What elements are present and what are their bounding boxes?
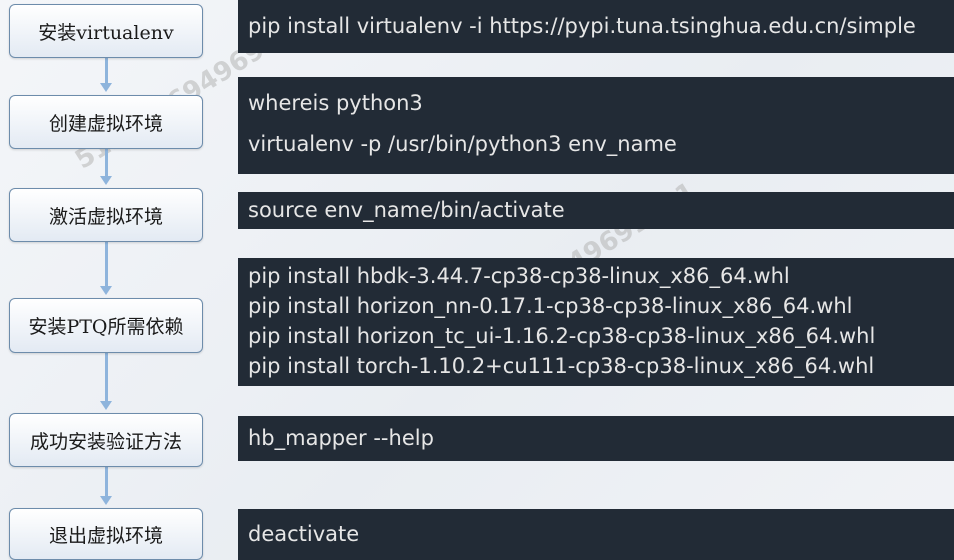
- code-line: whereis python3: [248, 91, 423, 115]
- arrow-down-icon: [100, 286, 112, 295]
- code-line: deactivate: [248, 522, 360, 546]
- code-line: pip install horizon_tc_ui-1.16.2-cp38-cp…: [248, 324, 876, 348]
- code-block-verify: hb_mapper --help: [238, 416, 954, 461]
- code-line: pip install virtualenv -i https://pypi.t…: [248, 14, 916, 38]
- step-label: 安装virtualenv: [38, 21, 174, 44]
- step-verify: 成功安装验证方法: [9, 413, 203, 467]
- step-deactivate: 退出虚拟环境: [9, 508, 203, 560]
- arrow-down-icon: [100, 496, 112, 505]
- step-label: 安装PTQ所需依赖: [28, 316, 184, 338]
- code-line: pip install torch-1.10.2+cu111-cp38-cp38…: [248, 354, 875, 378]
- code-block-create-env: whereis python3 virtualenv -p /usr/bin/p…: [238, 77, 954, 174]
- code-line: virtualenv -p /usr/bin/python3 env_name: [248, 132, 677, 156]
- flow-connector: [105, 353, 108, 401]
- code-block-activate-env: source env_name/bin/activate: [238, 192, 954, 229]
- step-install-virtualenv: 安装virtualenv: [9, 4, 203, 58]
- code-block-install-deps: pip install hbdk-3.44.7-cp38-cp38-linux_…: [238, 258, 954, 386]
- flow-connector: [105, 467, 108, 496]
- flow-connector: [105, 58, 108, 83]
- arrow-down-icon: [100, 401, 112, 410]
- code-line: hb_mapper --help: [248, 426, 434, 450]
- code-block-install-virtualenv: pip install virtualenv -i https://pypi.t…: [238, 0, 954, 53]
- arrow-down-icon: [100, 83, 112, 92]
- code-line: source env_name/bin/activate: [248, 198, 565, 222]
- step-activate-env: 激活虚拟环境: [9, 188, 203, 242]
- step-label: 激活虚拟环境: [48, 205, 163, 228]
- flow-connector: [105, 242, 108, 286]
- step-install-deps: 安装PTQ所需依赖: [9, 298, 203, 353]
- code-line: pip install horizon_nn-0.17.1-cp38-cp38-…: [248, 294, 853, 318]
- step-label: 退出虚拟环境: [48, 524, 163, 547]
- code-line: pip install hbdk-3.44.7-cp38-cp38-linux_…: [248, 264, 790, 288]
- arrow-down-icon: [100, 176, 112, 185]
- step-label: 创建虚拟环境: [48, 112, 163, 135]
- code-block-deactivate: deactivate: [238, 509, 954, 560]
- flow-connector: [105, 149, 108, 176]
- step-label: 成功安装验证方法: [29, 430, 182, 453]
- step-create-env: 创建虚拟环境: [9, 95, 203, 149]
